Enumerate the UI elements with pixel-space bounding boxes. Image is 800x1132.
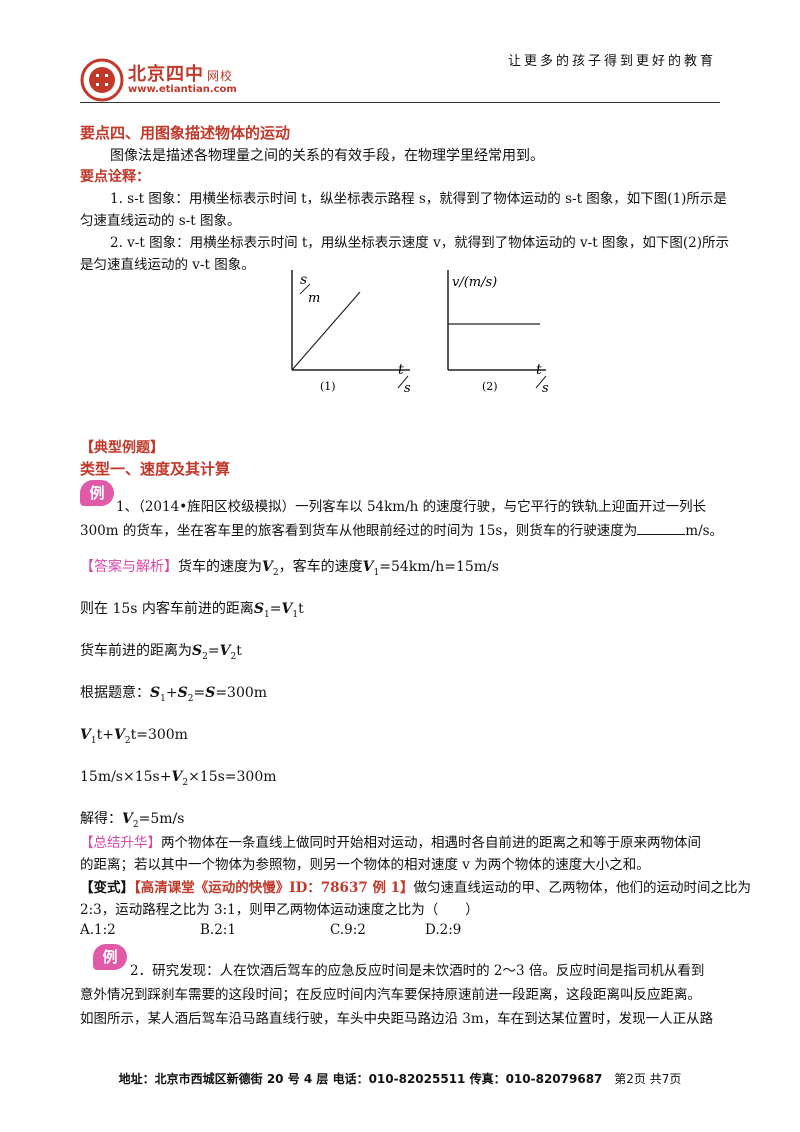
st-xlabel-bottom: s	[404, 381, 411, 396]
example-badge-2: 例	[93, 944, 127, 970]
header-divider	[80, 102, 720, 103]
section-title: 要点四、用图象描述物体的运动	[80, 124, 291, 142]
step6: 解得：V2=5m/s	[80, 811, 185, 830]
step5: 15m/s×15s+V2×15s=300m	[80, 769, 277, 788]
slogan: 让更多的孩子得到更好的教育	[507, 54, 716, 69]
item1-line1: 1. s-t 图象：用横坐标表示时间 t，纵坐标表示路程 s，就得到了物体运动的…	[110, 191, 727, 207]
option-c: C.9:2	[330, 922, 366, 938]
ex1-line1: 1、（2014•旌阳区校级模拟）一列客车以 54km/h 的速度行驶，与它平行的…	[116, 499, 707, 515]
variant-line1: 【变式】【高清课堂《运动的快慢》ID：78637 例 1】做匀速直线运动的甲、乙…	[80, 880, 752, 896]
answer-label: 【答案与解析】	[80, 559, 178, 575]
vt-xlabel-top: t	[536, 362, 542, 378]
ex2-line2: 意外情况到踩刹车需要的这段时间；在反应时间内汽车要保持原速前进一段距离，这段距离…	[80, 987, 701, 1003]
ex1-line2-text: 300m 的货车，坐在客车里的旅客看到货车从他眼前经过的时间为 15s，则货车的…	[80, 523, 638, 539]
logo: 北京四中网校 www.etiantian.com	[80, 58, 250, 104]
motion-graphs: s m t s (1) v/(m/s) t s (2)	[291, 270, 549, 396]
item1-line2: 匀速直线运动的 s-t 图象。	[80, 213, 241, 229]
st-xlabel-top: t	[398, 362, 404, 378]
variant-video: 【高清课堂《运动的快慢》ID：78637 例 1】	[134, 880, 414, 896]
ex2-line3: 如图所示，某人酒后驾车沿马路直线行驶，车头中央距马路边沿 3m，车在到达某位置时…	[80, 1011, 714, 1027]
st-ylabel-bottom: m	[308, 291, 320, 306]
ex2-line1: 2．研究发现：人在饮酒后驾车的应急反应时间是未饮酒时的 2～3 倍。反应时间是指…	[130, 963, 705, 979]
variant-label: 【变式】	[80, 880, 134, 896]
logo-text: 北京四中网校	[128, 64, 234, 85]
summary-line1: 【总结升华】两个物体在一条直线上做同时开始相对运动，相遇时各自前进的距离之和等于…	[80, 835, 701, 851]
vt-xlabel-bottom: s	[542, 381, 549, 396]
option-b: B.2:1	[200, 922, 236, 938]
answer-blank	[637, 520, 686, 535]
step3: 根据题意：S1+S2=S=300m	[80, 685, 268, 704]
vt-ylabel: v/(m/s)	[452, 275, 497, 290]
logo-url: www.etiantian.com	[128, 84, 237, 95]
example-badge-1: 例	[80, 480, 114, 506]
st-ylabel-top: s	[300, 272, 307, 288]
st-caption: (1)	[320, 380, 336, 393]
type1-heading: 类型一、速度及其计算	[80, 460, 231, 478]
answer-line: 【答案与解析】货车的速度为V2，客车的速度V1=54km/h=15m/s	[80, 559, 499, 578]
logo-emblem-icon	[80, 58, 124, 102]
option-a: A.1:2	[80, 922, 116, 938]
item2-line1: 2. v-t 图象：用横坐标表示时间 t，用纵坐标表示速度 v，就得到了物体运动…	[110, 235, 730, 251]
st-graph: s m t s (1)	[291, 270, 411, 396]
step1: 则在 15s 内客车前进的距离S1=V1t	[80, 601, 304, 620]
step2: 货车前进的距离为S2=V2t	[80, 643, 242, 662]
variant-line2: 2:3，运动路程之比为 3:1，则甲乙两物体运动速度之比为（ ）	[80, 902, 479, 918]
ex1-line2: 300m 的货车，坐在客车里的旅客看到货车从他眼前经过的时间为 15s，则货车的…	[80, 520, 723, 542]
examples-heading: 【典型例题】	[80, 440, 164, 456]
footer-page: 第2页 共7页	[614, 1072, 682, 1086]
vt-graph: v/(m/s) t s (2)	[447, 270, 549, 396]
footer: 地址：北京市西城区新德街 20 号 4 层 电话：010-82025511 传真…	[0, 1070, 800, 1087]
step4: V1t+V2t=300m	[80, 727, 188, 746]
option-d: D.2:9	[425, 922, 462, 938]
note-label: 要点诠释：	[80, 169, 150, 185]
section-intro: 图像法是描述各物理量之间的关系的有效手段，在物理学里经常用到。	[110, 148, 544, 164]
item2-line2: 是匀速直线运动的 v-t 图象。	[80, 257, 255, 273]
summary-line2: 的距离；若以其中一个物体为参照物，则另一个物体的相对速度 v 为两个物体的速度大…	[80, 857, 650, 873]
summary-label: 【总结升华】	[80, 835, 161, 851]
footer-address: 地址：北京市西城区新德街 20 号 4 层 电话：010-82025511 传真…	[118, 1072, 603, 1086]
vt-caption: (2)	[482, 380, 498, 393]
ex1-unit: m/s。	[685, 523, 724, 539]
